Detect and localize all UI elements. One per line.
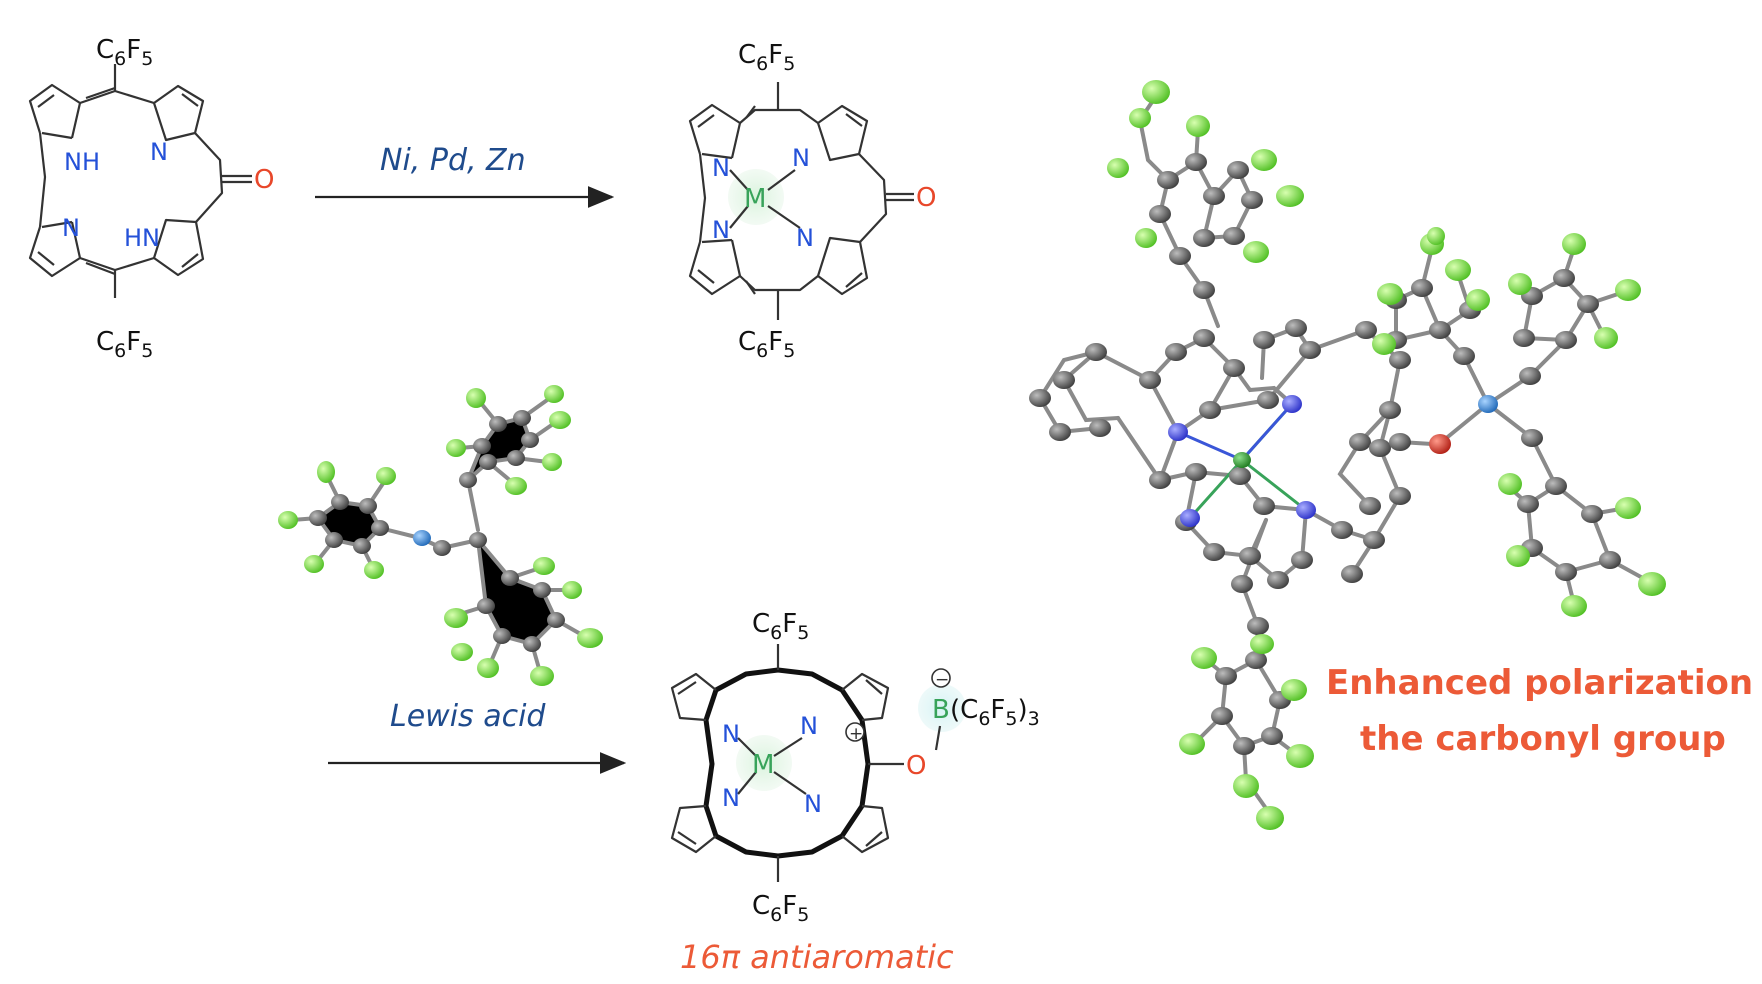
crystal-structure-model xyxy=(1029,80,1666,830)
complex-n-4: N xyxy=(796,224,814,252)
polarization-caption-line-2: the carbonyl group xyxy=(1360,719,1726,759)
adduct-structure xyxy=(670,644,966,882)
reactant-oxygen-label: O xyxy=(254,165,274,195)
reactant-bottom-substituent: C6F5 xyxy=(96,327,153,362)
adduct-minus-charge: − xyxy=(935,670,949,690)
adduct-boron-label: B xyxy=(932,695,950,725)
adduct-metal-label: M xyxy=(752,750,774,780)
complex-bottom-substituent: C6F5 xyxy=(738,327,795,362)
reaction-2-conditions: Lewis acid xyxy=(390,699,546,734)
polarization-caption-line-1: Enhanced polarization of xyxy=(1326,663,1762,703)
complex-oxygen-label: O xyxy=(916,183,936,213)
complex-n-2: N xyxy=(792,144,810,172)
complex-metal-label: M xyxy=(744,184,766,214)
adduct-n-3: N xyxy=(722,784,740,812)
reactant-hn-label: HN xyxy=(124,224,160,252)
metal-complex-structure xyxy=(688,82,914,320)
adduct-plus-charge: + xyxy=(849,724,863,744)
adduct-n-4: N xyxy=(804,790,822,818)
reactant-n-top-label: N xyxy=(150,138,168,166)
adduct-labels: C6F5 C6F5 N N N N M + − O B (C6F5)3 16π … xyxy=(680,609,1040,976)
lewis-acid-model xyxy=(278,385,603,686)
adduct-oxygen-label: O xyxy=(906,751,926,781)
metal-complex-labels: C6F5 C6F5 N N N N M O xyxy=(712,40,936,362)
reactant-labels: C6F5 C6F5 NH N N HN O xyxy=(62,35,274,362)
adduct-n-2: N xyxy=(800,712,818,740)
adduct-n-1: N xyxy=(722,720,740,748)
antiaromatic-note: 16π antiaromatic xyxy=(680,938,954,976)
reactant-n-bottom-label: N xyxy=(62,214,80,242)
reactant-top-substituent: C6F5 xyxy=(96,35,153,70)
complex-top-substituent: C6F5 xyxy=(738,40,795,75)
complex-n-1: N xyxy=(712,154,730,182)
complex-n-3: N xyxy=(712,216,730,244)
reaction-1-conditions: Ni, Pd, Zn xyxy=(380,143,526,178)
adduct-borane-ligand: (C6F5)3 xyxy=(950,695,1040,730)
reactant-nh-label: NH xyxy=(64,148,100,176)
adduct-top-substituent: C6F5 xyxy=(752,609,809,644)
reactant-structure xyxy=(28,64,252,298)
adduct-bottom-substituent: C6F5 xyxy=(752,891,809,926)
